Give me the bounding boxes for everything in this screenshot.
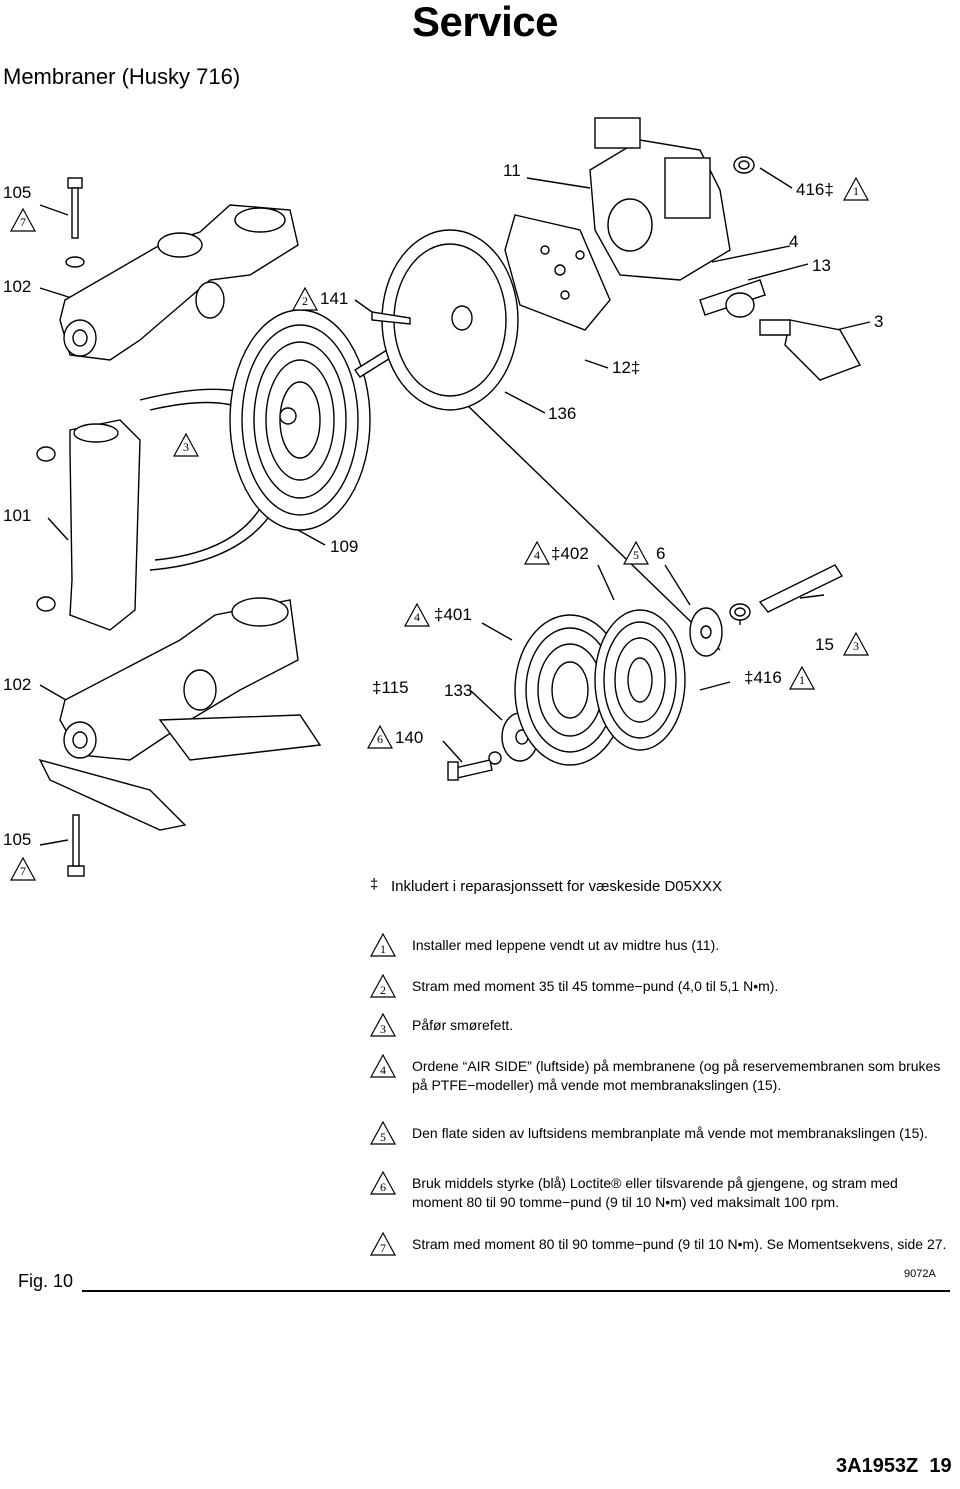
note-marker-1-top: 1: [843, 177, 869, 201]
note-text: Påfør smørefett.: [412, 1017, 514, 1033]
note-number: 6: [380, 1180, 386, 1194]
legend-text: Inkludert i reparasjonssett for væskesid…: [391, 878, 722, 895]
callout-6: 6: [656, 544, 666, 563]
note-text: Stram med moment 35 til 45 tomme−pund (4…: [412, 978, 779, 994]
note-triangle-icon: [370, 974, 396, 998]
note-number: 4: [380, 1063, 386, 1077]
page-footer: 3A1953Z 19: [836, 1455, 952, 1478]
callout-101: 101: [3, 506, 32, 525]
callout-102-top: 102: [3, 277, 32, 296]
note-number: 1: [380, 942, 386, 956]
callout-105-bottom: 105: [3, 830, 32, 849]
note-triangle-icon: [370, 1121, 396, 1145]
note-number: 5: [380, 1130, 386, 1144]
note-marker-4-bottom: 4: [404, 603, 430, 627]
page-heading: Service: [412, 0, 558, 45]
callout-11: 11: [503, 161, 521, 180]
note-marker-7-top: 7: [10, 208, 36, 232]
figure-label: Fig. 10: [18, 1271, 74, 1291]
note-marker-7-bottom: 7: [10, 857, 36, 881]
note-triangle-icon: [370, 1013, 396, 1037]
callout-401: ‡401: [434, 605, 472, 624]
note-triangle-icon: [370, 933, 396, 957]
callout-136: 136: [548, 404, 577, 423]
note-marker-3-right: 3: [843, 632, 869, 656]
legend-symbol: ‡: [370, 876, 379, 893]
section-title: Membraner (Husky 716): [3, 64, 241, 89]
note-text: Bruk middels styrke (blå) Loctite® eller…: [412, 1175, 898, 1210]
callout-13: 13: [812, 256, 831, 275]
note-number: 7: [380, 1241, 386, 1255]
callout-115: ‡115: [372, 678, 409, 697]
callout-141: 141: [320, 289, 349, 308]
exploded-view-drawing: [36, 117, 871, 877]
note-text: Ordene “AIR SIDE” (luftside) på membrane…: [412, 1058, 941, 1093]
figure-code: 9072A: [904, 1268, 936, 1280]
callout-105-top: 105: [3, 183, 32, 202]
note-marker-3-left: 3: [173, 433, 199, 457]
note-text: Den flate siden av luftsidens membranpla…: [412, 1125, 928, 1141]
note-text: Stram med moment 80 til 90 tomme−pund (9…: [412, 1236, 947, 1252]
callout-12: 12‡: [612, 358, 641, 377]
callout-3: 3: [874, 312, 884, 331]
note-number: 3: [380, 1022, 386, 1036]
callout-416-top: 416‡: [796, 180, 834, 199]
callout-402: ‡402: [551, 544, 589, 563]
note-marker-2: 2: [292, 287, 318, 311]
note-triangle-icon: [370, 1232, 396, 1256]
note-marker-6: 6: [367, 725, 393, 749]
note-number: 2: [380, 983, 386, 997]
callout-140: 140: [395, 728, 424, 747]
note-marker-4-top: 4: [524, 541, 550, 565]
doc-number: 3A1953Z: [836, 1455, 919, 1477]
page-number: 19: [929, 1455, 952, 1477]
figure-rule: [82, 1290, 950, 1292]
note-triangle-icon: [370, 1054, 396, 1078]
leader-lines: [39, 167, 871, 846]
callout-102-bottom: 102: [3, 675, 32, 694]
note-marker-1-bottom: 1: [789, 666, 815, 690]
callout-416-bottom: ‡416: [744, 668, 782, 687]
callout-15: 15: [815, 635, 834, 654]
callout-4: 4: [789, 232, 799, 251]
note-text: Installer med leppene vendt ut av midtre…: [412, 937, 720, 953]
callout-133: 133: [444, 681, 473, 700]
note-triangle-icon: [370, 1171, 396, 1195]
callout-109: 109: [330, 537, 359, 556]
note-marker-5: 5: [623, 541, 649, 565]
